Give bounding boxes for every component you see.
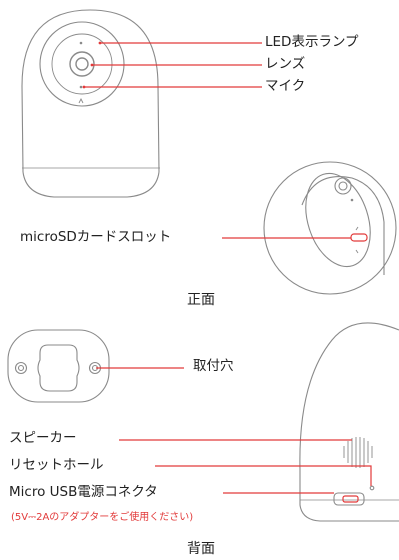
label-lens: レンズ — [265, 56, 306, 72]
label-mount-hole: 取付穴 — [193, 358, 234, 374]
mount-plate — [7, 329, 110, 403]
label-led-lamp: LED表示ランプ — [265, 34, 359, 50]
label-reset-hole: リセットホール — [9, 457, 104, 473]
label-speaker: スピーカー — [9, 430, 77, 446]
label-mic: マイク — [265, 78, 306, 94]
label-adapter-note: (5V⎓2Aのアダプターをご使用ください) — [11, 512, 194, 523]
label-micro-usb: Micro USB電源コネクタ — [9, 484, 158, 500]
front-camera — [21, 9, 160, 198]
back-callouts — [119, 439, 372, 494]
label-microsd-slot: microSDカードスロット — [20, 229, 172, 245]
front-callouts — [82, 41, 262, 89]
microsd-zoom — [263, 161, 397, 295]
front-view-title: 正面 — [187, 292, 215, 308]
back-camera — [299, 322, 399, 522]
back-view-title: 背面 — [187, 541, 215, 557]
